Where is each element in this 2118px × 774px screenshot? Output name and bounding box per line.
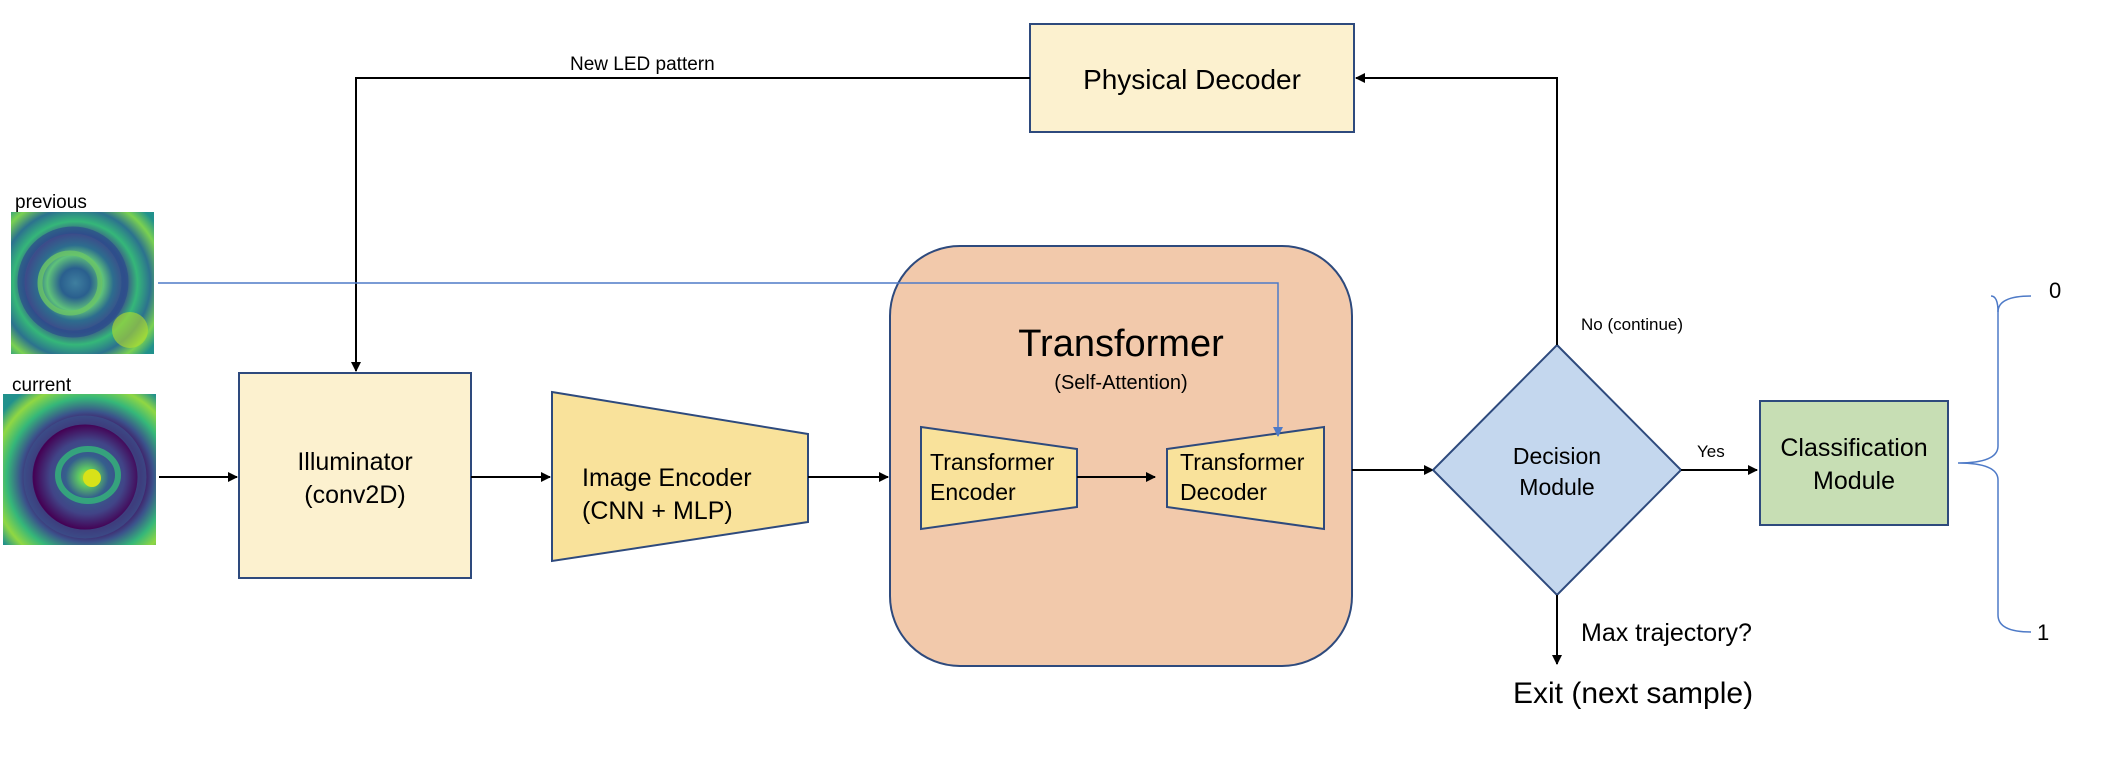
max-trajectory-label: Max trajectory? (1581, 619, 1752, 647)
illuminator-box: Illuminator (conv2D) (238, 372, 472, 579)
transformer-encoder-label-line1: Transformer (930, 449, 1055, 475)
previous-image (11, 212, 154, 354)
classification-label-line2: Module (1813, 467, 1895, 495)
no-continue-label: No (continue) (1581, 315, 1683, 334)
led-feedback-arrow (351, 77, 1030, 372)
image-encoder-shape: Image Encoder (CNN + MLP) (551, 390, 809, 563)
previous-to-decoder-connector (158, 282, 1283, 437)
transformer-title: Transformer (1018, 323, 1224, 365)
decision-no-arrow (1355, 73, 1558, 345)
classification-module-box: Classification Module (1759, 400, 1949, 526)
output-brace-top-hook (1997, 295, 2032, 313)
transformer-decoder-label-line1: Transformer (1180, 449, 1305, 475)
decision-label-line1: Decision (1513, 443, 1601, 469)
transformer-encoder-label-line2: Encoder (930, 479, 1016, 505)
decision-module-diamond: Decision Module (1431, 343, 1683, 597)
output-brace (1957, 295, 2032, 633)
classification-label-line1: Classification (1780, 434, 1927, 462)
illuminator-label-line1: Illuminator (297, 448, 412, 476)
current-image-label: current (12, 375, 72, 396)
transformer-decoder-shape: Transformer Decoder (1166, 425, 1325, 531)
output-class-1: 1 (2037, 620, 2049, 645)
transformer-subtitle: (Self-Attention) (1054, 372, 1187, 394)
decision-label-line2: Module (1519, 474, 1594, 500)
previous-image-label: previous (15, 192, 87, 213)
image-encoder-label-line1: Image Encoder (582, 464, 752, 492)
transformer-block: Transformer (Self-Attention) (889, 245, 1353, 667)
physical-decoder-label: Physical Decoder (1083, 64, 1301, 95)
image-encoder-label-line2: (CNN + MLP) (582, 497, 733, 525)
yes-label: Yes (1697, 442, 1725, 461)
exit-label: Exit (next sample) (1513, 677, 1753, 710)
current-image (3, 394, 156, 545)
illuminator-label-line2: (conv2D) (304, 481, 405, 509)
new-led-pattern-label: New LED pattern (570, 54, 715, 75)
transformer-encoder-shape: Transformer Encoder (920, 425, 1078, 531)
physical-decoder-box: Physical Decoder (1029, 23, 1355, 133)
output-class-0: 0 (2049, 278, 2061, 303)
transformer-decoder-label-line2: Decoder (1180, 479, 1267, 505)
